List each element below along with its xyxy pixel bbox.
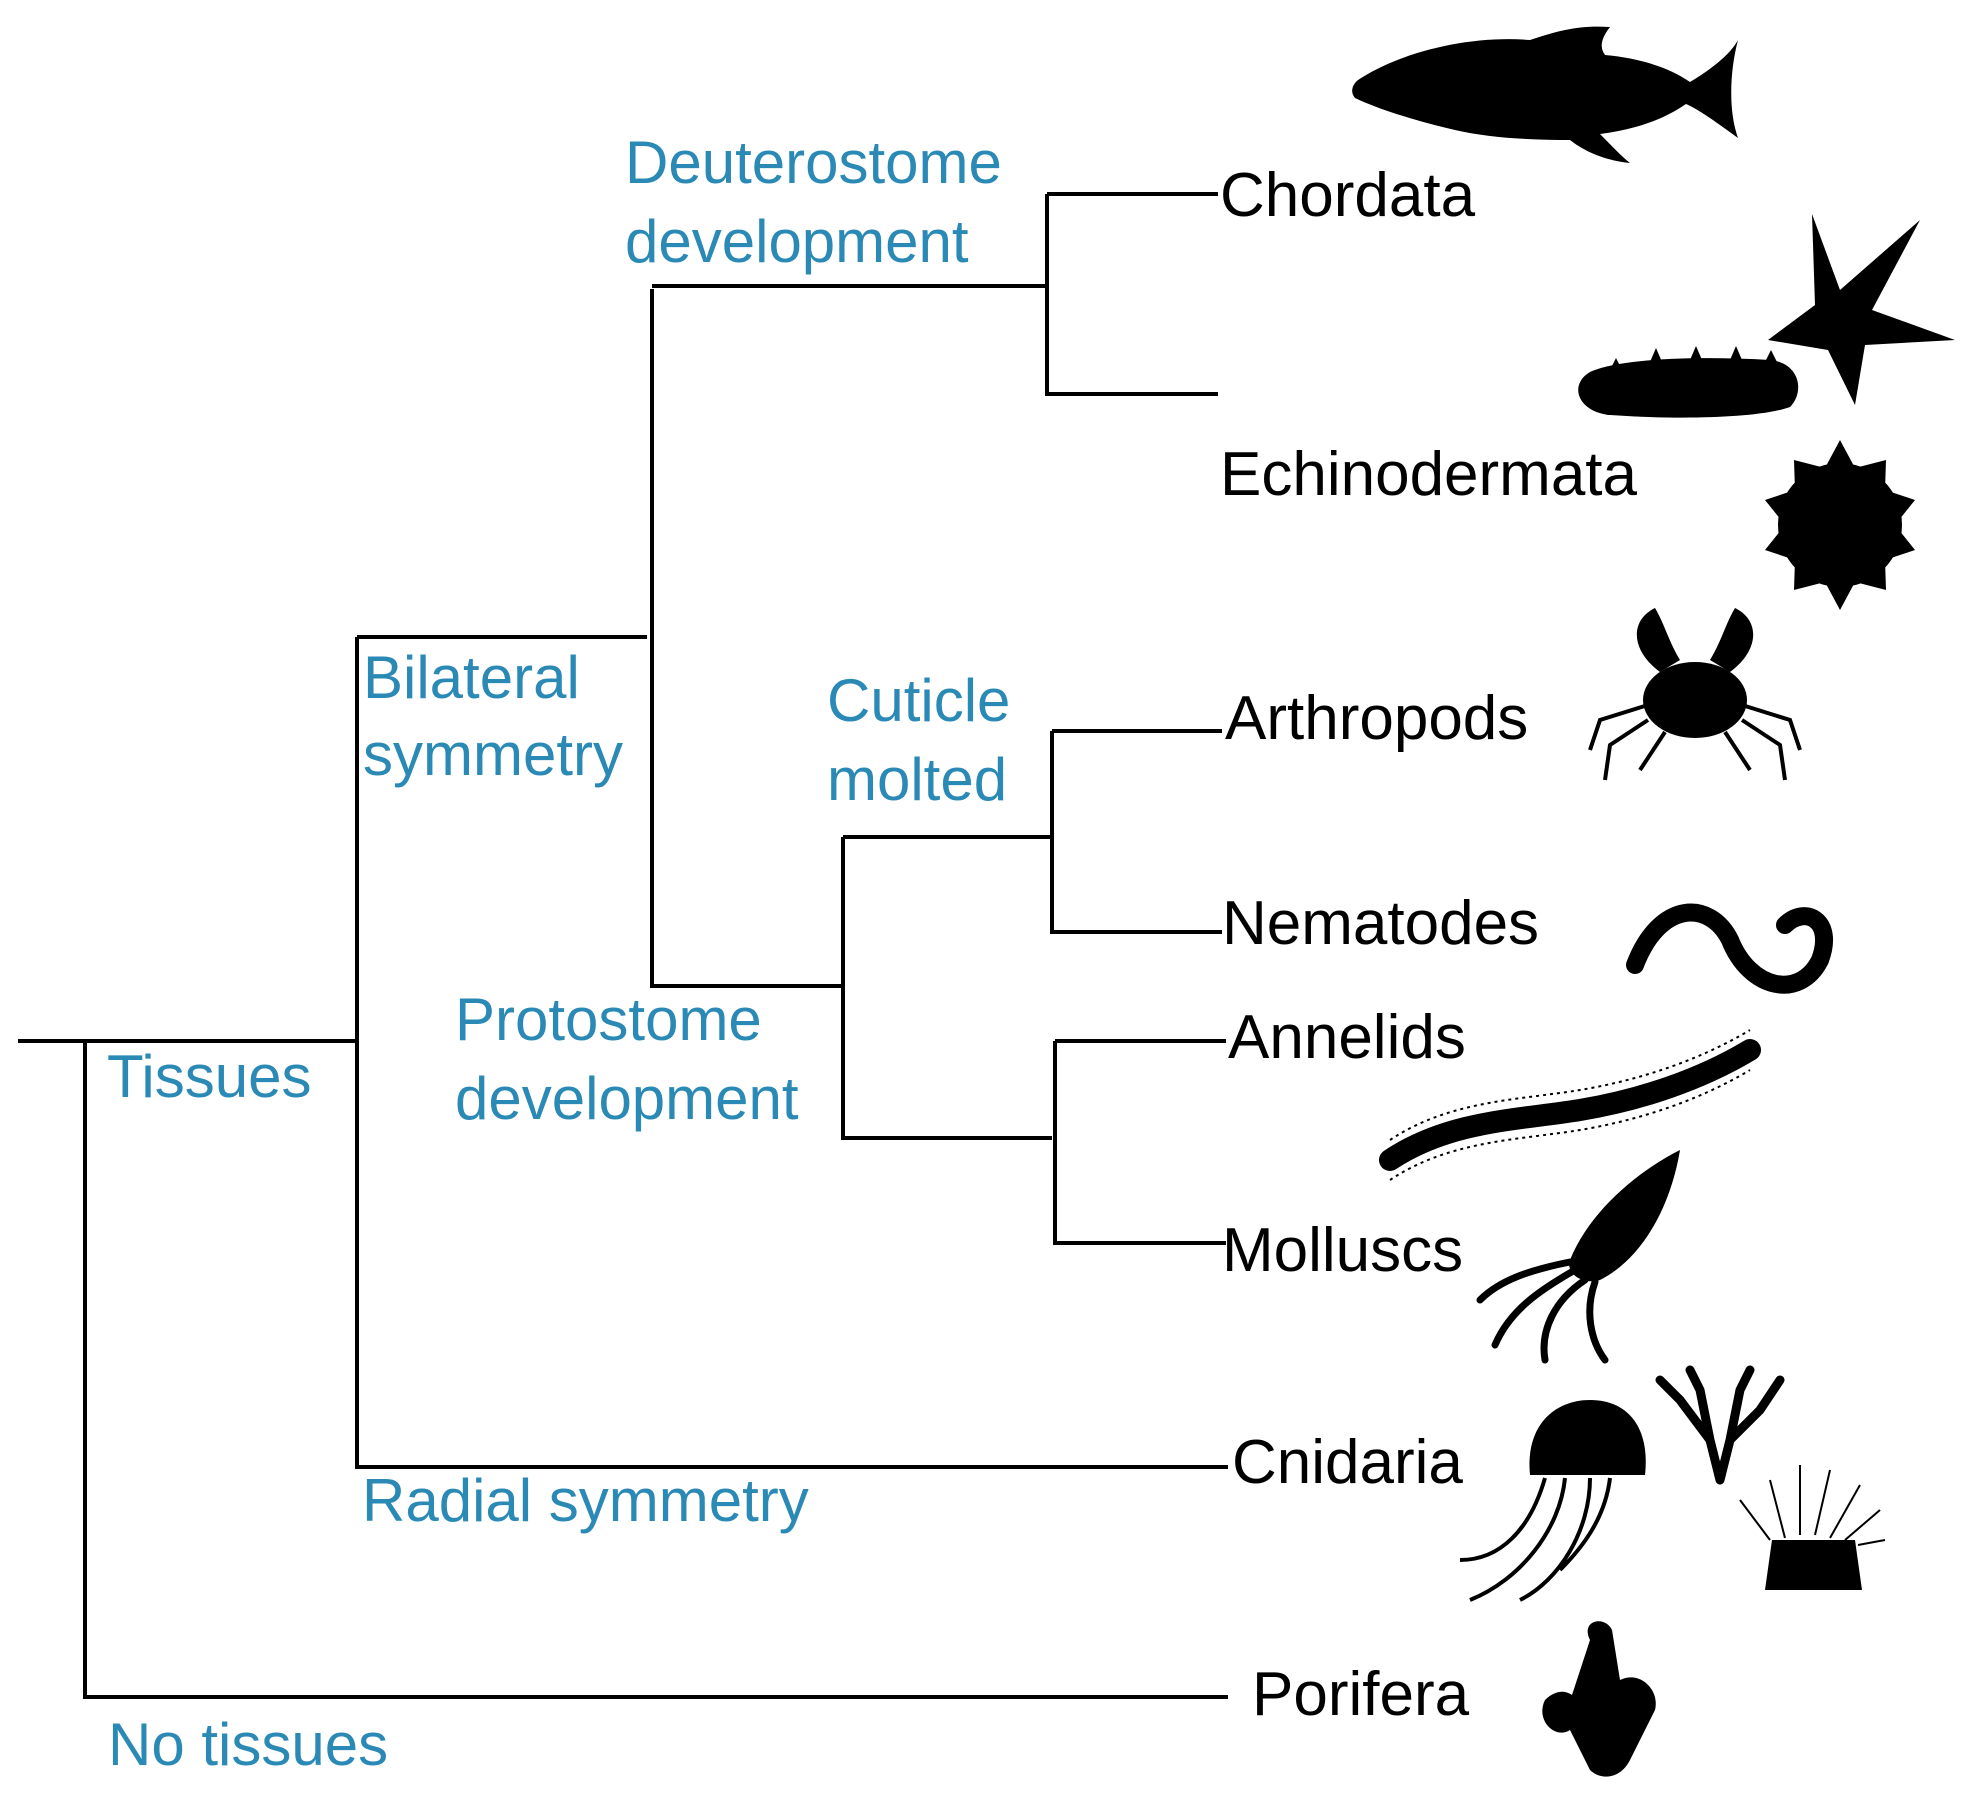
squid-icon bbox=[1476, 1150, 1680, 1364]
ecdysozoa-split bbox=[1050, 731, 1222, 934]
trait-protostome-line2: development bbox=[455, 1065, 799, 1132]
crab-icon bbox=[1588, 608, 1802, 781]
trait-cuticle-line1: Cuticle bbox=[827, 667, 1010, 734]
trait-deuterostome-line1: Deuterostome bbox=[625, 129, 1002, 196]
coral-icon bbox=[1655, 1365, 1785, 1485]
sea-urchin-icon bbox=[1765, 440, 1915, 610]
bristle-worm-icon bbox=[1379, 1029, 1761, 1181]
trait-tissues: Tissues bbox=[107, 1043, 312, 1110]
trait-cuticle-line2: molted bbox=[827, 746, 1007, 813]
jellyfish-icon bbox=[1459, 1400, 1646, 1602]
sea-cucumber-icon bbox=[1578, 346, 1799, 418]
trait-deuterostome-line2: development bbox=[625, 208, 969, 275]
lophotrochozoa-split bbox=[1053, 1041, 1226, 1245]
trait-no-tissues: No tissues bbox=[108, 1711, 388, 1778]
taxon-chordata: Chordata bbox=[1220, 161, 1476, 230]
bilateria-split bbox=[650, 289, 843, 988]
taxon-annelids: Annelids bbox=[1228, 1003, 1466, 1072]
eumetazoa-split bbox=[355, 637, 1228, 1469]
trait-protostome-line1: Protostome bbox=[455, 986, 762, 1053]
taxon-cnidaria: Cnidaria bbox=[1232, 1428, 1463, 1497]
taxon-arthropods: Arthropods bbox=[1225, 684, 1528, 753]
taxon-echinodermata: Echinodermata bbox=[1220, 440, 1638, 509]
fish-icon bbox=[1352, 26, 1738, 163]
tree-branches bbox=[18, 192, 1228, 1699]
trait-radial-symmetry: Radial symmetry bbox=[362, 1467, 809, 1534]
sea-anemone-icon bbox=[1739, 1465, 1886, 1590]
worm-icon bbox=[1626, 903, 1834, 994]
taxon-molluscs: Molluscs bbox=[1222, 1216, 1463, 1285]
root-split bbox=[83, 1041, 1228, 1699]
protostome-split bbox=[841, 837, 1052, 1140]
sponge-icon bbox=[1542, 1621, 1656, 1777]
trait-bilateral-line2: symmetry bbox=[363, 721, 623, 788]
deuterostome-split bbox=[1045, 194, 1218, 396]
taxon-porifera: Porifera bbox=[1252, 1660, 1470, 1729]
starfish-icon bbox=[1768, 214, 1955, 405]
taxon-nematodes: Nematodes bbox=[1222, 889, 1539, 958]
trait-bilateral-line1: Bilateral bbox=[363, 644, 580, 711]
